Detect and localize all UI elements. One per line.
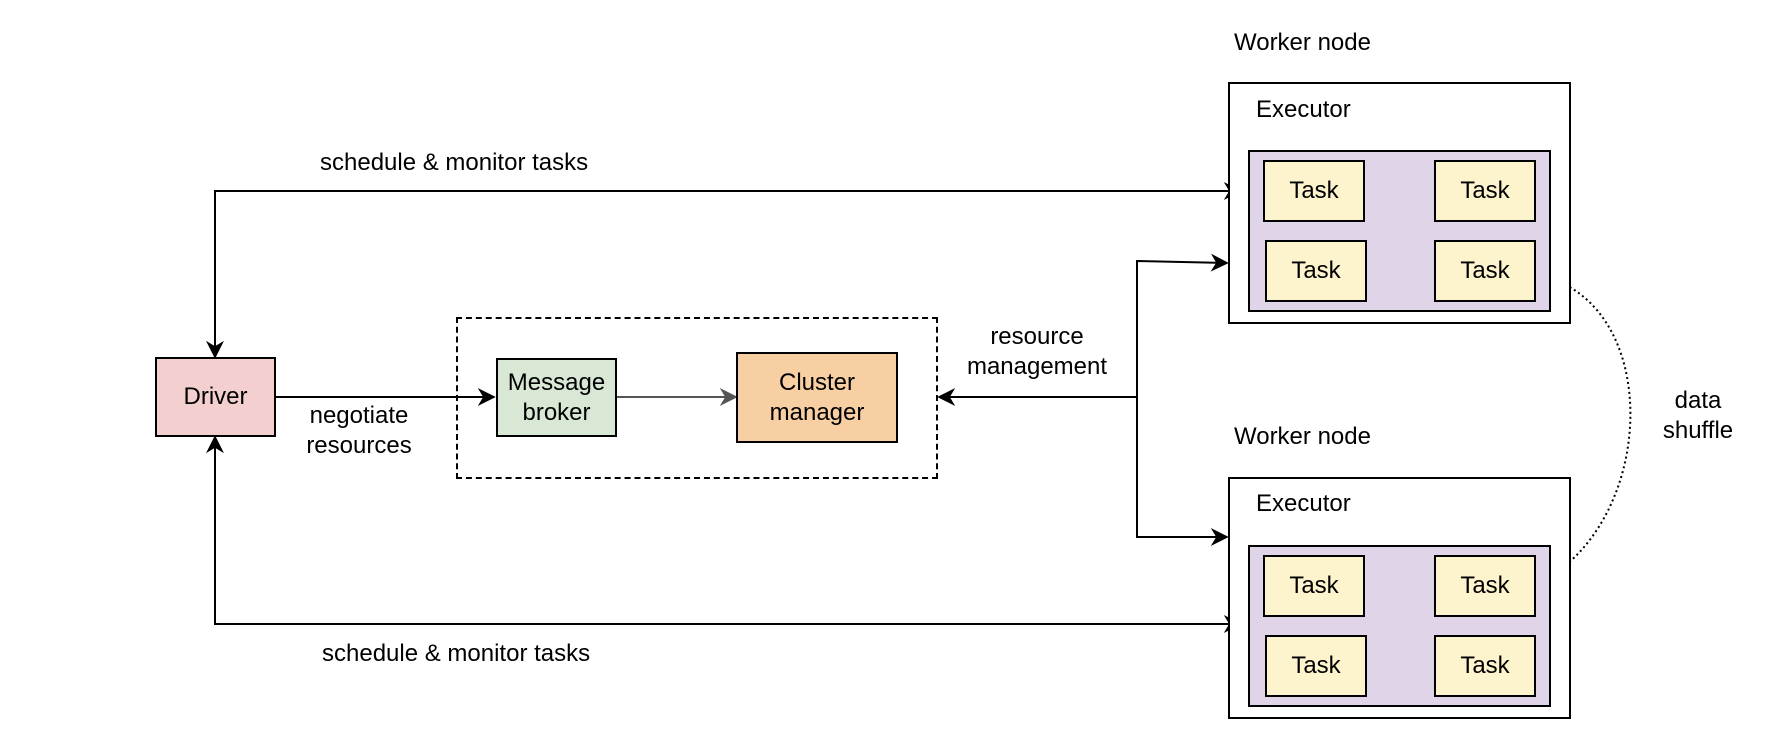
worker-node-title: Worker node: [1234, 29, 1371, 56]
task-box: Task: [1265, 240, 1367, 302]
cluster-manager-line-2: manager: [769, 398, 865, 426]
task-box: Task: [1434, 635, 1536, 697]
data-shuffle-line-2: shuffle: [1662, 417, 1734, 444]
executor-label: Executor: [1256, 96, 1351, 123]
negotiate-line-1: negotiate: [309, 402, 409, 429]
data-shuffle-label: data shuffle: [1663, 386, 1733, 446]
task-box: Task: [1434, 240, 1536, 302]
driver-node: Driver: [155, 357, 276, 437]
edge-data-shuffle: [1535, 269, 1632, 585]
executor-label: Executor: [1256, 490, 1351, 517]
task-box: Task: [1434, 160, 1536, 222]
resource-management-label: resource management: [967, 322, 1107, 382]
task-box: Task: [1265, 635, 1367, 697]
cluster-manager-line-1: Cluster: [778, 368, 856, 396]
cluster-boundary: [456, 317, 938, 479]
resource-mgmt-line-1: resource: [990, 323, 1084, 350]
task-box: Task: [1263, 160, 1365, 222]
task-box: Task: [1263, 555, 1365, 617]
cluster-manager-node: Cluster manager: [736, 352, 898, 443]
task-box: Task: [1434, 555, 1536, 617]
negotiate-line-2: resources: [306, 432, 412, 459]
message-broker-node: Message broker: [496, 358, 617, 437]
edge-resource-mgmt-to-worker-2: [1136, 397, 1229, 546]
schedule-top-label: schedule & monitor tasks: [320, 149, 589, 176]
edge-schedule-bottom: [206, 435, 1242, 633]
edge-resource-mgmt-to-worker-1: [1136, 253, 1229, 397]
resource-mgmt-line-2: management: [966, 353, 1108, 380]
message-broker-line-2: broker: [522, 398, 591, 426]
worker-node-title: Worker node: [1234, 423, 1371, 450]
schedule-bottom-label: schedule & monitor tasks: [322, 640, 591, 667]
negotiate-resources-label: negotiate resources: [306, 401, 411, 461]
edge-schedule-top: [206, 182, 1242, 359]
driver-label: Driver: [183, 383, 248, 410]
data-shuffle-line-1: data: [1674, 387, 1722, 414]
message-broker-line-1: Message: [507, 368, 606, 396]
